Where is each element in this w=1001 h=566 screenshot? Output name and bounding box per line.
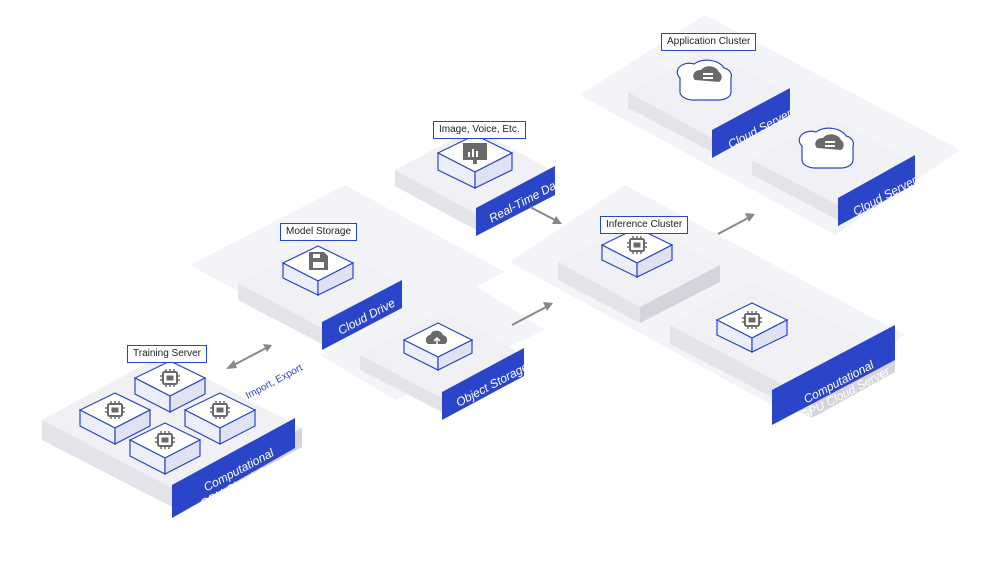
cpu-chip-icon xyxy=(209,400,231,420)
cpu-chip-icon xyxy=(104,400,126,420)
inference-cluster-tag: Inference Cluster xyxy=(600,216,689,234)
arrow-import-export xyxy=(226,344,272,369)
model-storage-tag: Model Storage xyxy=(280,223,358,241)
cloud-drive-panel xyxy=(322,280,402,350)
floppy-disk-icon xyxy=(309,252,328,270)
arrow-to-inference-from-storage xyxy=(511,302,553,326)
cloud-server-2-panel xyxy=(838,155,915,226)
training-chip-1 xyxy=(133,360,207,413)
application-cluster-tag: Application Cluster xyxy=(661,33,757,51)
training-chip-2 xyxy=(78,392,152,445)
object-storage-panel xyxy=(442,348,524,420)
cloud-server-1-box xyxy=(676,59,732,101)
realtime-box xyxy=(436,134,514,189)
cloud-upload-icon xyxy=(425,330,448,344)
cpu-chip-icon xyxy=(159,368,181,388)
training-server-tag: Training Server xyxy=(127,345,207,363)
real-time-data-panel xyxy=(476,166,555,236)
image-voice-tag: Image, Voice, Etc. xyxy=(433,121,526,139)
model-storage-box xyxy=(281,245,355,296)
object-storage-box xyxy=(402,322,474,371)
training-chip-3 xyxy=(183,392,257,445)
training-chip-4 xyxy=(128,422,202,475)
gpu-left-panel xyxy=(172,418,295,518)
gpu-right-panel xyxy=(772,325,895,425)
cpu-chip-icon xyxy=(154,430,176,450)
arrow-inference-to-application xyxy=(717,213,755,235)
cpu-chip-icon xyxy=(741,310,763,330)
image-chart-icon xyxy=(463,143,487,164)
inference-chip-2 xyxy=(715,302,789,353)
cpu-chip-icon xyxy=(626,235,648,255)
cloud-server-icon xyxy=(815,134,844,150)
cloud-server-icon xyxy=(693,66,722,82)
cloud-server-1-panel xyxy=(712,88,790,158)
cloud-server-2-box xyxy=(798,127,854,169)
arrow-realtime-to-inference xyxy=(529,206,562,224)
